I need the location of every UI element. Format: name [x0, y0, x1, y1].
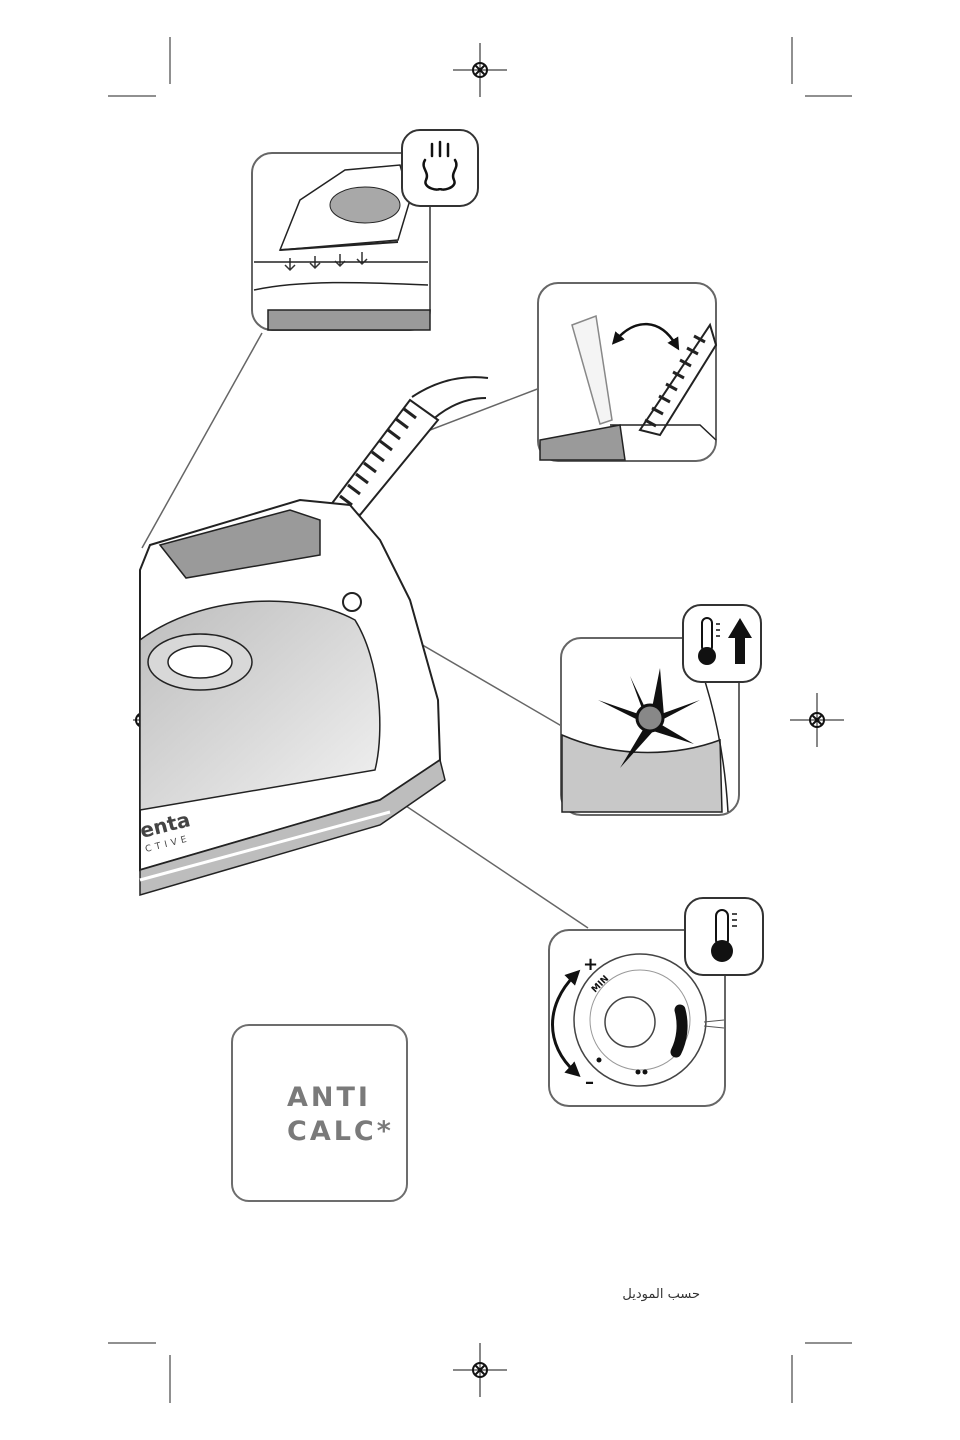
- anticalc-badge: ANTI CALC*: [231, 1024, 408, 1202]
- main-iron: enta CTIVE: [137, 377, 488, 895]
- anticalc-line2: CALC*: [287, 1115, 394, 1149]
- cord-panel: [538, 283, 716, 461]
- steam-icon: [402, 130, 478, 206]
- light-panel: [561, 605, 761, 815]
- anticalc-line1: ANTI: [287, 1081, 394, 1115]
- dial-minus-label: –: [585, 1072, 594, 1093]
- steam-panel: [252, 130, 478, 330]
- thermostat-panel: + – MIN: [549, 898, 763, 1106]
- thermometer-icon: [685, 898, 763, 975]
- thermometer-up-icon: [683, 605, 761, 682]
- dial-plus-label: +: [583, 954, 598, 975]
- model-footnote: حسب الموديل: [600, 1287, 700, 1302]
